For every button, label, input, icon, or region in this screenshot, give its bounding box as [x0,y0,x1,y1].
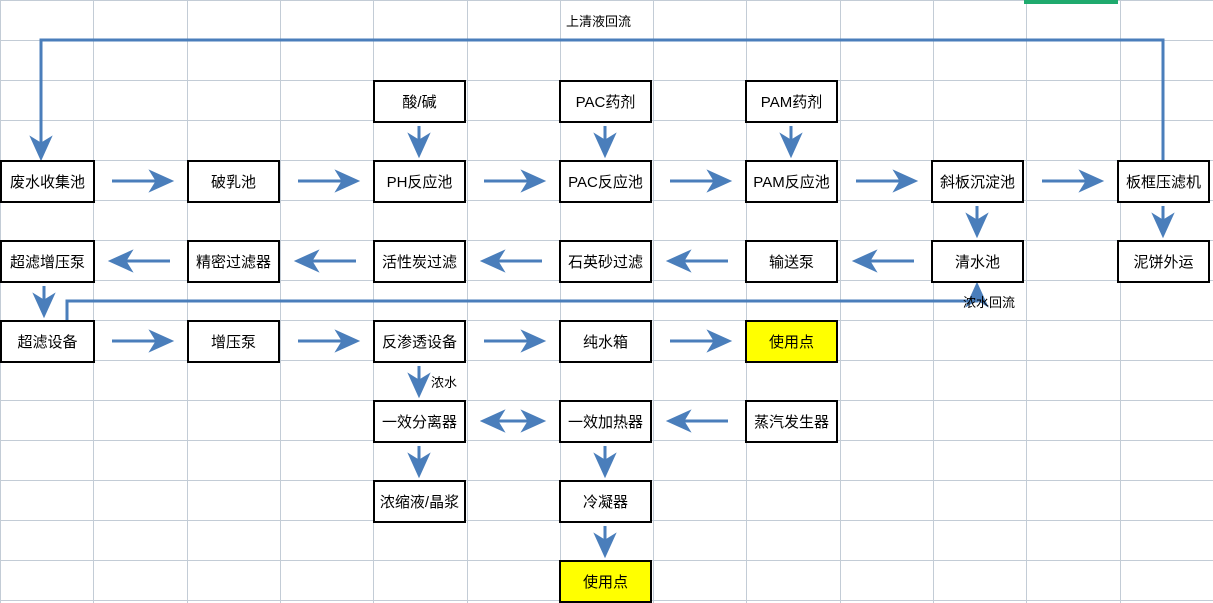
node-label: 超滤增压泵 [9,254,85,271]
node-acid-alkali[interactable]: 酸/碱 [373,80,466,123]
node-label: PH反应池 [386,174,453,191]
grid-column-line [93,0,94,603]
node-ph-reaction-tank[interactable]: PH反应池 [373,160,466,203]
node-transfer-pump[interactable]: 输送泵 [745,240,838,283]
grid-column-line [1120,0,1121,603]
grid-column-line [653,0,654,603]
node-label: PAM药剂 [760,94,823,111]
node-first-effect-separator[interactable]: 一效分离器 [373,400,466,443]
grid-column-line [0,0,1,603]
node-label: 纯水箱 [582,334,628,351]
node-label: 冷凝器 [582,494,628,511]
node-pac-agent[interactable]: PAC药剂 [559,80,652,123]
node-label: PAM反应池 [753,174,830,191]
grid-column-line [1026,0,1027,603]
node-inclined-plate-settler[interactable]: 斜板沉淀池 [931,160,1024,203]
node-label: 精密过滤器 [195,254,271,271]
node-pam-agent[interactable]: PAM药剂 [745,80,838,123]
node-first-effect-heater[interactable]: 一效加热器 [559,400,652,443]
node-pure-water-tank[interactable]: 纯水箱 [559,320,652,363]
node-label: 清水池 [954,254,1000,271]
node-label: 使用点 [582,574,628,591]
grid-row-line [0,40,1213,41]
node-sludge-cake-transport[interactable]: 泥饼外运 [1117,240,1210,283]
node-label: 废水收集池 [9,174,85,191]
node-clean-water-tank[interactable]: 清水池 [931,240,1024,283]
node-label: 使用点 [768,334,814,351]
node-label: 反渗透设备 [381,334,457,351]
node-label: 泥饼外运 [1133,254,1194,271]
node-label: 石英砂过滤 [567,254,643,271]
node-label: 输送泵 [768,254,814,271]
node-label: 蒸汽发生器 [753,414,829,431]
node-pac-reaction-tank[interactable]: PAC反应池 [559,160,652,203]
node-label: 增压泵 [210,334,256,351]
node-steam-generator[interactable]: 蒸汽发生器 [745,400,838,443]
grid-row-line [0,0,1213,1]
node-precision-filter[interactable]: 精密过滤器 [187,240,280,283]
node-demulsification-tank[interactable]: 破乳池 [187,160,280,203]
node-booster-pump[interactable]: 增压泵 [187,320,280,363]
label-concentrate: 浓水 [431,375,458,390]
node-ultrafiltration-booster-pump[interactable]: 超滤增压泵 [0,240,95,283]
selection-marker [1024,0,1118,4]
grid-column-line [187,0,188,603]
node-wastewater-collection-tank[interactable]: 废水收集池 [0,160,95,203]
node-pam-reaction-tank[interactable]: PAM反应池 [745,160,838,203]
node-label: 超滤设备 [17,334,78,351]
node-ro-equipment[interactable]: 反渗透设备 [373,320,466,363]
node-ultrafiltration-equipment[interactable]: 超滤设备 [0,320,95,363]
node-label: 板框压滤机 [1125,174,1201,191]
grid-column-line [280,0,281,603]
node-concentrate-crystal-slurry[interactable]: 浓缩液/晶浆 [373,480,466,523]
label-supernatant-return: 上清液回流 [566,14,632,29]
node-plate-frame-filter-press[interactable]: 板框压滤机 [1117,160,1210,203]
node-point-of-use-upper[interactable]: 使用点 [745,320,838,363]
label-concentrate-return: 浓水回流 [963,295,1016,310]
node-label: 斜板沉淀池 [939,174,1015,191]
grid-column-line [840,0,841,603]
grid-column-line [933,0,934,603]
node-label: 活性炭过滤 [381,254,457,271]
node-condenser[interactable]: 冷凝器 [559,480,652,523]
grid-column-line [467,0,468,603]
node-activated-carbon-filter[interactable]: 活性炭过滤 [373,240,466,283]
node-point-of-use-lower[interactable]: 使用点 [559,560,652,603]
node-label: 浓缩液/晶浆 [379,494,460,511]
node-label: 酸/碱 [402,94,437,111]
node-label: PAC反应池 [568,174,643,191]
node-label: 一效加热器 [567,414,643,431]
node-label: PAC药剂 [575,94,636,111]
node-quartz-sand-filter[interactable]: 石英砂过滤 [559,240,652,283]
node-label: 一效分离器 [381,414,457,431]
node-label: 破乳池 [210,174,256,191]
